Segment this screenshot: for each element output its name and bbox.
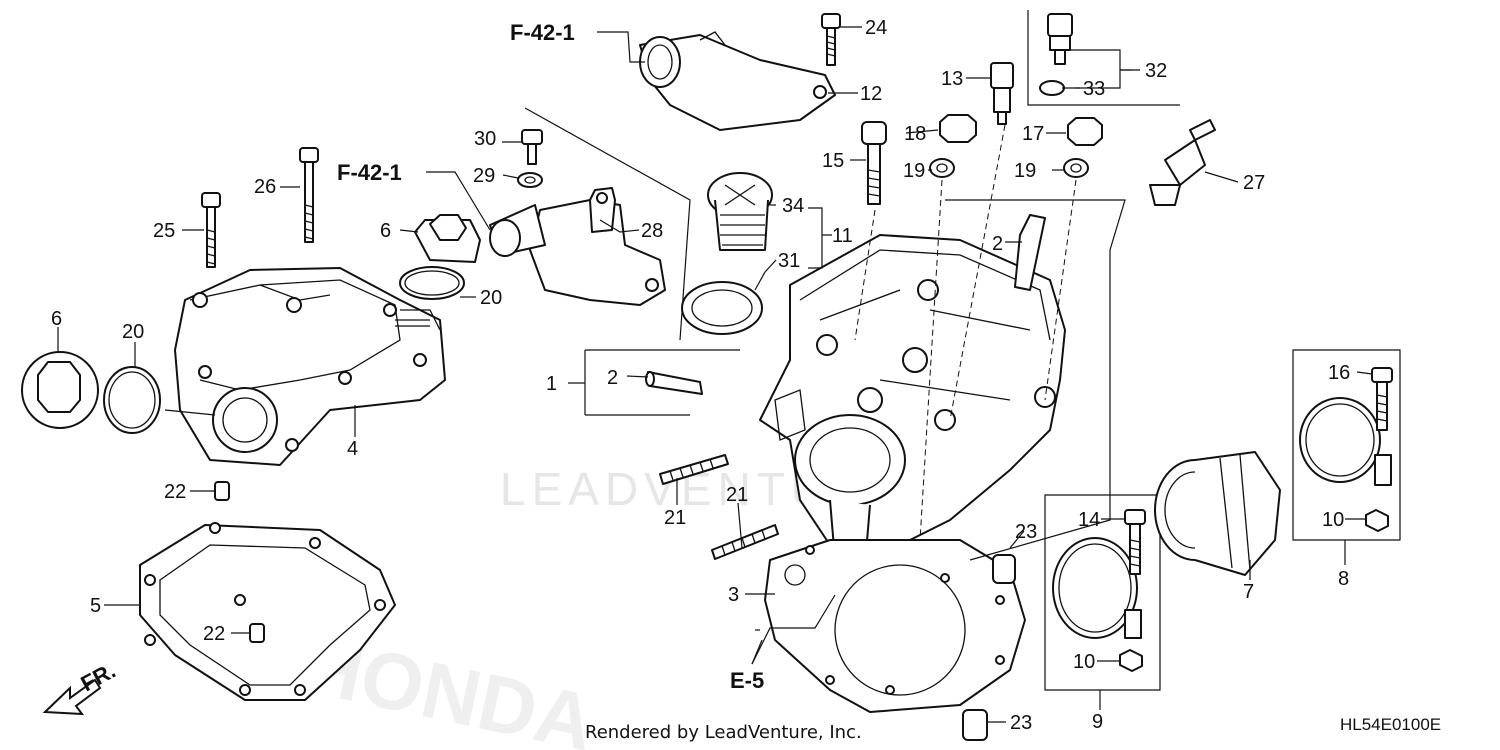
callout-18[interactable]: 18 [904, 123, 926, 145]
screw-14 [1124, 509, 1146, 575]
callout-2[interactable]: 2 [992, 233, 1003, 255]
bolt-25 [201, 192, 221, 268]
clamp-band-9 [1052, 537, 1142, 639]
clamp-band-8 [1299, 397, 1392, 486]
head-cover-4 [174, 267, 446, 466]
washer-19-a [929, 158, 955, 178]
callout-1[interactable]: 1 [546, 373, 557, 395]
thermostat-seal-31 [681, 281, 763, 335]
cover-gasket-5 [139, 522, 396, 701]
callout-11[interactable]: 11 [832, 225, 853, 247]
dowel-22-a [214, 481, 230, 501]
callout-21[interactable]: 21 [726, 484, 748, 506]
callout-29[interactable]: 29 [473, 165, 495, 187]
nut-18 [939, 114, 977, 143]
bolt-26 [299, 147, 319, 243]
leader-lines [57, 26, 1373, 723]
callout-numbers: 1 2 2 3 4 5 6 6 7 8 9 10 10 11 12 13 14 … [51, 17, 1350, 734]
callout-28[interactable]: 28 [641, 220, 663, 242]
callout-14[interactable]: 14 [1078, 509, 1100, 531]
valve-guide-2-b [1014, 214, 1046, 291]
dowel-23-b [962, 709, 988, 741]
callout-31[interactable]: 31 [778, 250, 800, 272]
stud-21-a [659, 454, 729, 485]
thermostat-34 [707, 172, 773, 251]
callout-2[interactable]: 2 [607, 367, 618, 389]
ref-f-42-1-top[interactable]: F-42-1 [510, 20, 575, 45]
valve-guide-2-a [645, 371, 703, 395]
callout-9[interactable]: 9 [1092, 711, 1103, 733]
thermostat-housing-28 [489, 187, 666, 306]
cylinder-head-1 [759, 234, 1066, 575]
callout-10[interactable]: 10 [1322, 509, 1344, 531]
screw-16 [1371, 367, 1393, 431]
callout-8[interactable]: 8 [1338, 568, 1349, 590]
callout-10[interactable]: 10 [1073, 651, 1095, 673]
callout-6[interactable]: 6 [380, 220, 391, 242]
footer-credit: Rendered by LeadVenture, Inc. [585, 722, 862, 743]
bolt-24 [821, 13, 841, 66]
washer-29 [517, 172, 543, 188]
o-ring-20-right [399, 266, 465, 300]
spark-plug-27 [1149, 119, 1216, 206]
callout-20[interactable]: 20 [480, 287, 502, 309]
thermostat-cover-12 [639, 31, 836, 131]
callout-22[interactable]: 22 [203, 623, 225, 645]
callout-23[interactable]: 23 [1015, 521, 1037, 543]
nut-10-a [1119, 649, 1143, 672]
cap-6-right [414, 214, 481, 263]
head-gasket-3 [764, 539, 1026, 713]
bolt-15 [861, 121, 887, 205]
stud-21-b [711, 524, 779, 560]
sensor-32 [1047, 13, 1073, 65]
callout-16[interactable]: 16 [1328, 362, 1350, 384]
dowel-22-b [249, 623, 265, 643]
callout-26[interactable]: 26 [254, 176, 276, 198]
nut-10-b [1365, 509, 1389, 532]
callout-3[interactable]: 3 [728, 584, 739, 606]
front-direction-arrow: FR. [42, 658, 120, 716]
washer-19-b [1063, 158, 1089, 178]
callout-27[interactable]: 27 [1243, 172, 1265, 194]
cap-6-left [21, 351, 99, 429]
sensor-13 [990, 62, 1014, 125]
callout-30[interactable]: 30 [474, 128, 496, 150]
callout-15[interactable]: 15 [822, 150, 844, 172]
nut-17 [1067, 117, 1103, 146]
callout-33[interactable]: 33 [1083, 78, 1105, 100]
insulator-7 [1154, 451, 1281, 576]
callout-24[interactable]: 24 [865, 17, 887, 39]
callout-34[interactable]: 34 [782, 195, 804, 217]
callout-23[interactable]: 23 [1010, 712, 1032, 734]
callout-5[interactable]: 5 [90, 595, 101, 617]
callout-19[interactable]: 19 [903, 160, 925, 182]
ref-f-42-1-left[interactable]: F-42-1 [337, 160, 402, 185]
ref-e-5[interactable]: E-5 [730, 668, 764, 693]
callout-19[interactable]: 19 [1014, 160, 1036, 182]
callout-25[interactable]: 25 [153, 220, 175, 242]
diagram-code: HL54E0100E [1340, 715, 1441, 734]
callout-4[interactable]: 4 [347, 438, 358, 460]
callout-32[interactable]: 32 [1145, 60, 1167, 82]
callout-17[interactable]: 17 [1022, 123, 1044, 145]
dowel-23-a [992, 554, 1016, 584]
callout-22[interactable]: 22 [164, 481, 186, 503]
callout-20[interactable]: 20 [122, 321, 144, 343]
callout-13[interactable]: 13 [941, 68, 963, 90]
callout-7[interactable]: 7 [1243, 581, 1254, 603]
o-ring-20-left [103, 366, 161, 434]
callout-6[interactable]: 6 [51, 308, 62, 330]
bolt-30 [521, 129, 543, 165]
callout-21[interactable]: 21 [664, 507, 686, 529]
callout-12[interactable]: 12 [860, 83, 882, 105]
washer-33 [1039, 80, 1065, 96]
